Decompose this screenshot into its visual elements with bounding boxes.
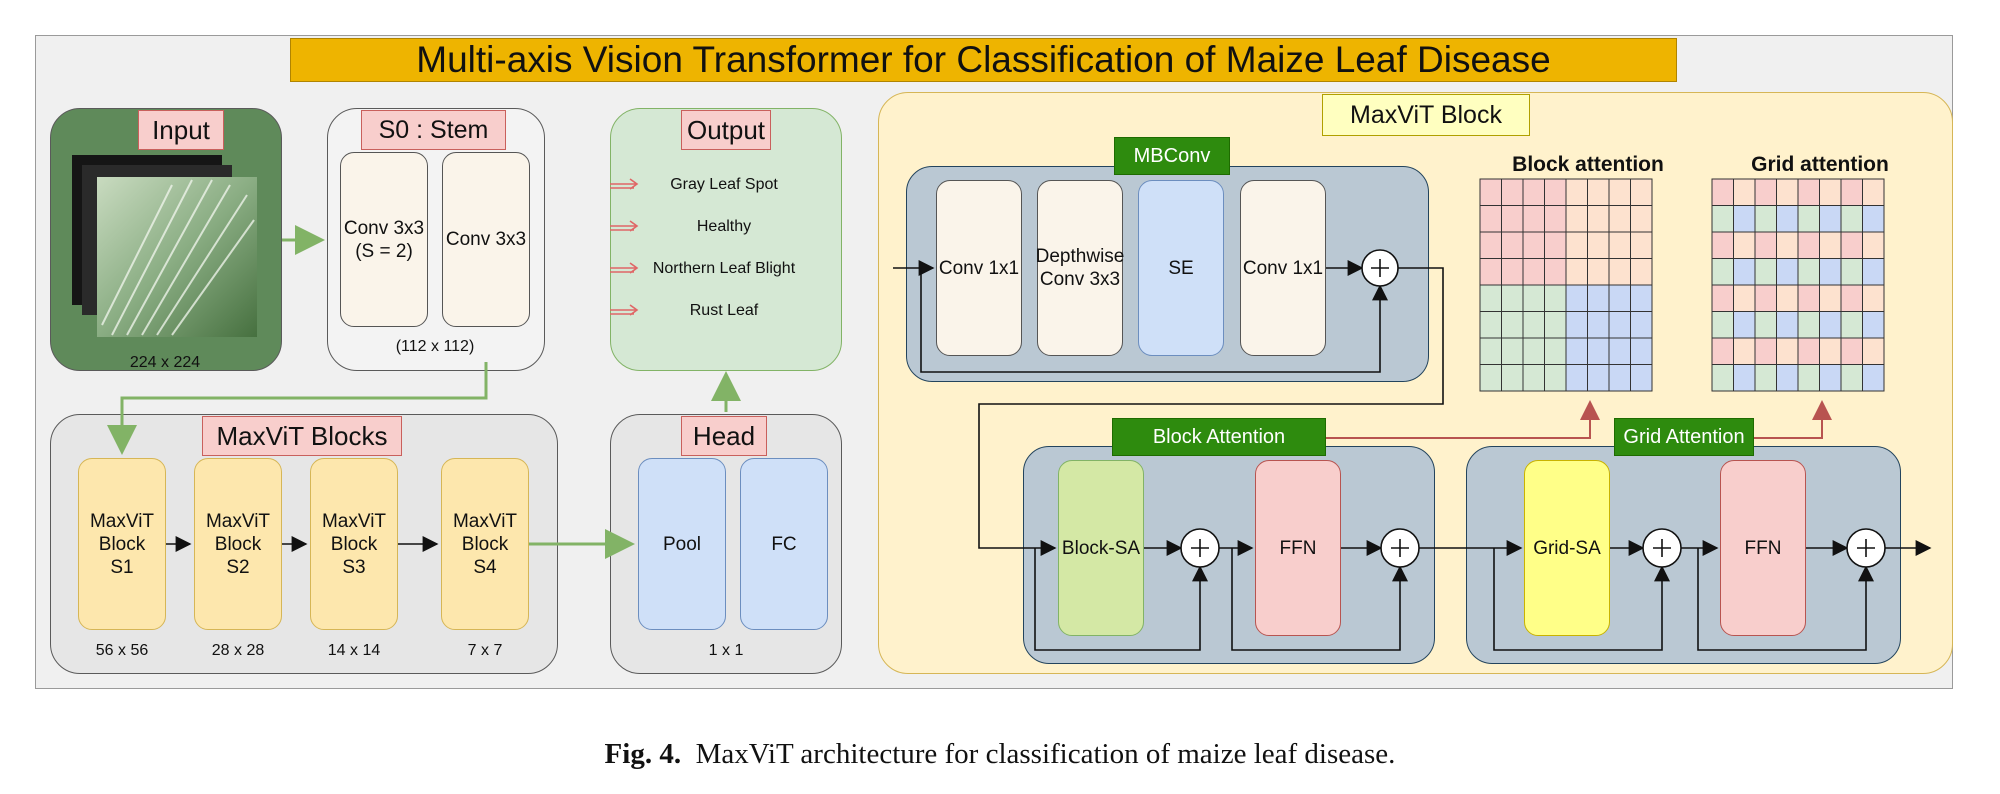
stem-conv2-text: Conv 3x3 <box>445 229 527 250</box>
mbconv-add-node <box>1361 249 1399 287</box>
block-s4-size: 7 x 7 <box>467 642 503 659</box>
grid-sa-add-node <box>1642 528 1682 568</box>
mbconv-item1-text: Depthwise Conv 3x3 <box>1035 246 1125 290</box>
mbconv-se: SE <box>1138 180 1224 356</box>
output-class-northern-leaf-blight: Northern Leaf Blight <box>652 260 796 277</box>
block-sa-text: Block-SA <box>1061 537 1141 559</box>
mbconv-conv1x1-a: Conv 1x1 <box>936 180 1022 356</box>
head-pool: Pool <box>638 458 726 630</box>
maxvit-block-s4: MaxViT Block S4 <box>441 458 529 630</box>
output-label: Output <box>681 110 771 150</box>
grid-sa-text: Grid-SA <box>1533 537 1601 559</box>
output-class-healthy: Healthy <box>696 218 752 235</box>
block-ffn: FFN <box>1255 460 1341 636</box>
figure-title: Multi-axis Vision Transformer for Classi… <box>290 38 1677 82</box>
block-s2-size: 28 x 28 <box>211 642 265 659</box>
head-label: Head <box>681 416 767 456</box>
grid-sa: Grid-SA <box>1524 460 1610 636</box>
head-fc: FC <box>740 458 828 630</box>
output-red-arrows <box>610 178 639 316</box>
block-sa-add-node <box>1180 528 1220 568</box>
grid-attention-to-grid-arrow <box>1754 400 1832 439</box>
maxvit-block-s2: MaxViT Block S2 <box>194 458 282 630</box>
mbconv-item3-text: Conv 1x1 <box>1242 257 1324 279</box>
maxvit-blocks-label: MaxViT Blocks <box>202 416 402 456</box>
grid-attention-label: Grid Attention <box>1614 418 1754 456</box>
block-attention-grid-title: Block attention <box>1512 153 1664 176</box>
leaf-image <box>72 155 262 345</box>
mbconv-conv1x1-b: Conv 1x1 <box>1240 180 1326 356</box>
grid-ffn: FFN <box>1720 460 1806 636</box>
output-panel <box>610 108 842 371</box>
block-attention-label: Block Attention <box>1112 418 1326 456</box>
mbconv-item2-text: SE <box>1168 257 1194 279</box>
maxvit-block-label: MaxViT Block <box>1322 94 1530 136</box>
stem-conv-stride2: Conv 3x3 (S = 2) <box>340 152 428 327</box>
caption-text: MaxViT architecture for classification o… <box>695 738 1396 770</box>
grid-attention-grid <box>1711 178 1885 392</box>
figure-caption: Fig. 4. MaxViT architecture for classifi… <box>0 738 2000 771</box>
mbconv-item0-text: Conv 1x1 <box>938 257 1020 279</box>
maxvit-block-s1-text: MaxViT Block S1 <box>89 510 155 578</box>
block-attention-grid <box>1479 178 1653 392</box>
stem-size: (112 x 112) <box>395 338 475 355</box>
head-pool-text: Pool <box>662 533 702 555</box>
caption-prefix: Fig. 4. <box>604 738 682 770</box>
mbconv-label: MBConv <box>1114 137 1230 175</box>
maxvit-block-s2-text: MaxViT Block S2 <box>205 510 271 578</box>
block-attention-to-grid-arrow <box>1326 400 1600 439</box>
maxvit-block-s3: MaxViT Block S3 <box>310 458 398 630</box>
head-size: 1 x 1 <box>708 642 744 659</box>
maxvit-block-s4-text: MaxViT Block S4 <box>452 510 518 578</box>
maxvit-block-s3-text: MaxViT Block S3 <box>321 510 387 578</box>
grid-ffn-text: FFN <box>1744 537 1782 559</box>
input-label: Input <box>138 110 224 150</box>
mbconv-depthwise-conv: Depthwise Conv 3x3 <box>1035 180 1125 356</box>
block-s1-size: 56 x 56 <box>95 642 149 659</box>
attention-cell <box>1862 364 1885 392</box>
output-class-rust-leaf: Rust Leaf <box>689 302 759 319</box>
stem-conv: Conv 3x3 <box>442 152 530 327</box>
maxvit-block-s1: MaxViT Block S1 <box>78 458 166 630</box>
output-class-gray-leaf-spot: Gray Leaf Spot <box>670 176 778 193</box>
grid-ffn-add-node <box>1846 528 1886 568</box>
head-fc-text: FC <box>771 533 797 555</box>
block-sa: Block-SA <box>1058 460 1144 636</box>
attention-cell <box>1630 364 1653 392</box>
input-size: 224 x 224 <box>129 354 201 371</box>
stem-label: S0 : Stem <box>361 110 506 150</box>
block-s3-size: 14 x 14 <box>327 642 381 659</box>
stem-conv1-text: Conv 3x3 (S = 2) <box>343 217 425 262</box>
grid-attention-grid-title: Grid attention <box>1751 153 1889 176</box>
block-ffn-add-node <box>1380 528 1420 568</box>
block-ffn-text: FFN <box>1279 537 1317 559</box>
stem-to-blocks-arrow <box>107 362 488 455</box>
